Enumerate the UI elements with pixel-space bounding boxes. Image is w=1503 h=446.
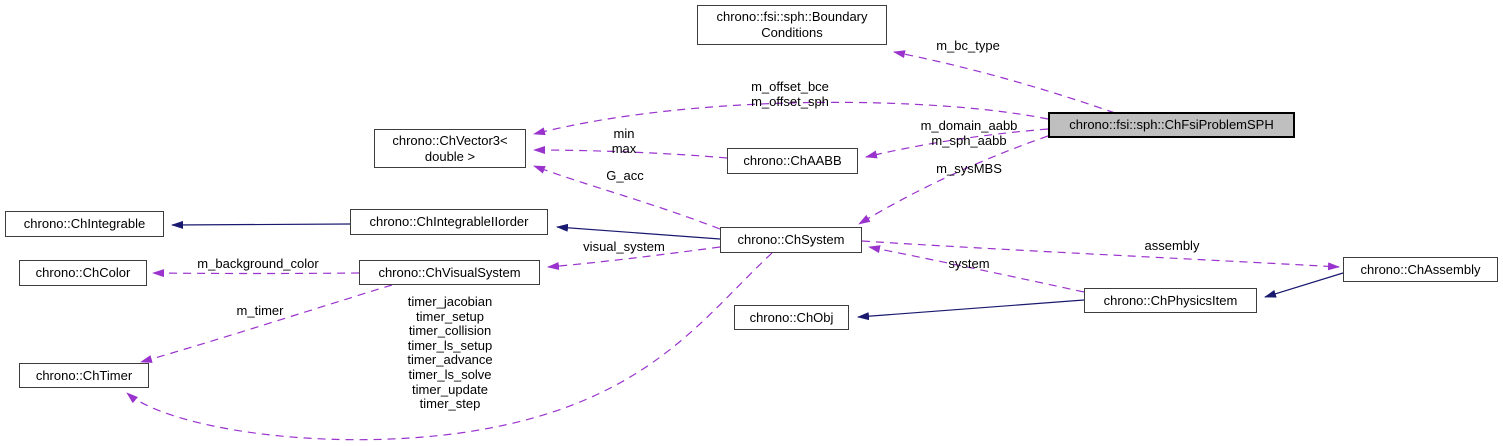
edge-timers xyxy=(126,252,773,441)
edge-label-assembly: assembly xyxy=(1144,238,1200,253)
node-aabb[interactable]: chrono::ChAABB xyxy=(727,148,858,174)
edge-label-m-background-color: m_background_color xyxy=(197,256,319,271)
edge-inherit-integrable-iiorder xyxy=(556,223,721,240)
edge-label-m-timer: m_timer xyxy=(236,303,284,318)
edge-label-system: system xyxy=(948,256,990,271)
edge-label-m-aabb: m_domain_aabb m_sph_aabb xyxy=(920,118,1018,148)
node-system[interactable]: chrono::ChSystem xyxy=(720,227,862,253)
edge-label-m-offset: m_offset_bce m_offset_sph xyxy=(751,79,829,109)
edge-visual-system xyxy=(547,246,721,271)
edge-m-timer xyxy=(140,284,393,363)
edge-g-acc xyxy=(533,165,721,230)
node-integrable-iiorder[interactable]: chrono::ChIntegrableIIorder xyxy=(350,209,548,235)
node-fsi-problem-sph[interactable]: chrono::fsi::sph::ChFsiProblemSPH xyxy=(1048,112,1295,138)
edge-system xyxy=(868,245,1085,293)
edge-label-min-max: min max xyxy=(611,126,637,156)
node-integrable[interactable]: chrono::ChIntegrable xyxy=(5,211,164,237)
edge-m-bc-type xyxy=(893,50,1116,114)
node-vector3[interactable]: chrono::ChVector3< double > xyxy=(374,129,526,168)
edge-min-max xyxy=(533,146,728,159)
edge-label-g-acc: G_acc xyxy=(606,168,644,183)
node-timer[interactable]: chrono::ChTimer xyxy=(19,363,149,388)
node-boundary-conditions[interactable]: chrono::fsi::sph::Boundary Conditions xyxy=(697,5,887,45)
edge-m-sysmbs xyxy=(858,135,1049,225)
edge-inherit-integrable xyxy=(171,220,351,229)
edge-label-m-sysmbs: m_sysMBS xyxy=(936,161,1002,176)
edge-inherit-obj xyxy=(857,299,1085,321)
edge-label-timers: timer_jacobian timer_setup timer_collisi… xyxy=(407,294,493,412)
node-physics-item[interactable]: chrono::ChPhysicsItem xyxy=(1084,288,1257,313)
node-color[interactable]: chrono::ChColor xyxy=(19,260,147,286)
edge-m-background-color xyxy=(152,269,360,278)
node-visual-system[interactable]: chrono::ChVisualSystem xyxy=(359,260,540,285)
edge-assembly xyxy=(861,240,1340,271)
edge-inherit-physics-item xyxy=(1264,272,1344,298)
node-obj[interactable]: chrono::ChObj xyxy=(734,305,849,330)
node-assembly[interactable]: chrono::ChAssembly xyxy=(1343,257,1498,282)
edge-label-visual-system: visual_system xyxy=(583,239,665,254)
edge-label-m-bc-type: m_bc_type xyxy=(936,38,1000,53)
